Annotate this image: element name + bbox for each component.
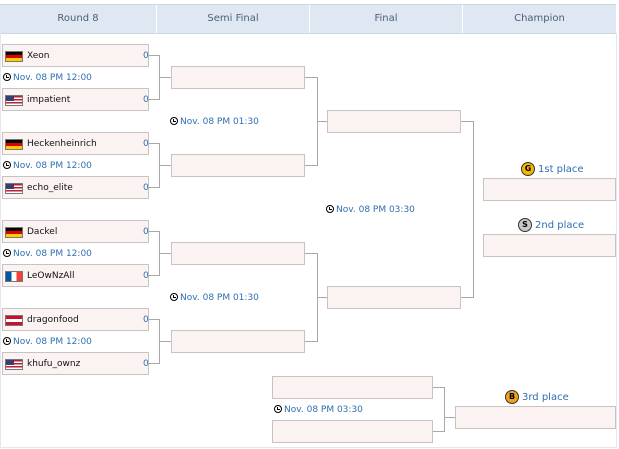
bracket-connector [149,187,159,188]
clock-icon [3,337,11,345]
bracket-connector [433,387,444,388]
silver-medal-icon: S [518,218,532,232]
clock-icon [3,73,11,81]
match-time: Nov. 08 PM 01:30 [170,292,259,304]
bracket-connector [461,121,473,122]
match-time: Nov. 08 PM 03:30 [326,204,415,216]
second-place-label: 2nd place [535,220,585,231]
clock-icon [274,405,282,413]
match-time: Nov. 08 PM 12:00 [3,72,92,84]
clock-icon [170,117,178,125]
bracket-frame [0,33,617,448]
clock-icon [3,249,11,257]
match-time: Nov. 08 PM 01:30 [170,116,259,128]
column-header-semifinal: Semi Final [157,5,310,33]
player-score: 0 [143,315,149,325]
player-score: 0 [143,139,149,149]
third-place-label: 3rd place [522,392,569,403]
clock-icon [3,161,11,169]
bracket-connector [149,231,159,232]
semifinal-slot[interactable] [171,330,305,353]
bracket-connector [149,55,159,56]
player-score: 0 [143,359,149,369]
player-slot[interactable]: LeOwNzAll 0 [2,264,149,287]
bracket-header: Round 8 Semi Final Final Champion [0,4,616,34]
germany-flag-icon [5,139,23,150]
germany-flag-icon [5,227,23,238]
player-score: 0 [143,51,149,61]
player-score: 0 [143,227,149,237]
first-place-slot[interactable] [483,178,616,201]
player-name[interactable]: Heckenheinrich [27,139,97,149]
third-place-contender-slot[interactable] [272,420,433,443]
match-time: Nov. 08 PM 12:00 [3,248,92,260]
bracket-connector [149,363,159,364]
bracket-connector [317,121,327,122]
semifinal-slot[interactable] [171,154,305,177]
bracket-connector [149,275,159,276]
player-name[interactable]: Dackel [27,227,58,237]
player-slot[interactable]: khufu_ownz 0 [2,352,149,375]
player-name[interactable]: LeOwNzAll [27,271,75,281]
bracket-connector [433,431,444,432]
bracket-connector [159,253,171,254]
player-slot[interactable]: echo_elite 0 [2,176,149,199]
player-name[interactable]: impatient [27,95,71,105]
first-place-label: 1st place [538,164,584,175]
final-slot[interactable] [327,286,461,309]
player-name[interactable]: echo_elite [27,183,73,193]
bracket-connector [461,297,473,298]
germany-flag-icon [5,51,23,62]
player-name[interactable]: khufu_ownz [27,359,81,369]
player-slot[interactable]: impatient 0 [2,88,149,111]
usa-flag-icon [5,95,23,106]
player-score: 0 [143,95,149,105]
second-place-slot[interactable] [483,234,616,257]
clock-icon [326,205,334,213]
player-slot[interactable]: Xeon 0 [2,44,149,67]
bracket-connector [444,387,445,432]
player-score: 0 [143,271,149,281]
bracket-connector [473,121,474,298]
third-place-slot[interactable] [455,406,616,429]
clock-icon [170,293,178,301]
bracket-connector [159,341,171,342]
france-flag-icon [5,271,23,282]
bracket-connector [305,341,317,342]
player-score: 0 [143,183,149,193]
column-header-final: Final [310,5,463,33]
player-slot[interactable]: Dackel 0 [2,220,149,243]
usa-flag-icon [5,183,23,194]
gold-medal-icon: G [521,162,535,176]
bracket-connector [149,99,159,100]
bracket-connector [317,297,327,298]
austria-flag-icon [5,315,23,326]
bracket-connector [305,253,317,254]
third-place-contender-slot[interactable] [272,376,433,399]
match-time: Nov. 08 PM 12:00 [3,336,92,348]
player-slot[interactable]: dragonfood 0 [2,308,149,331]
bracket-connector [305,77,317,78]
bracket-connector [159,77,171,78]
usa-flag-icon [5,359,23,370]
bronze-medal-icon: B [505,390,519,404]
bracket-connector [305,165,317,166]
column-header-champion: Champion [514,13,565,24]
bracket-connector [159,165,171,166]
match-time: Nov. 08 PM 03:30 [274,404,363,416]
player-slot[interactable]: Heckenheinrich 0 [2,132,149,155]
bracket-connector [444,417,455,418]
player-name[interactable]: Xeon [27,51,50,61]
column-header-round8: Round 8 [0,5,157,33]
bracket-connector [149,319,159,320]
semifinal-slot[interactable] [171,66,305,89]
match-time: Nov. 08 PM 12:00 [3,160,92,172]
bracket-connector [149,143,159,144]
player-name[interactable]: dragonfood [27,315,79,325]
final-slot[interactable] [327,110,461,133]
semifinal-slot[interactable] [171,242,305,265]
